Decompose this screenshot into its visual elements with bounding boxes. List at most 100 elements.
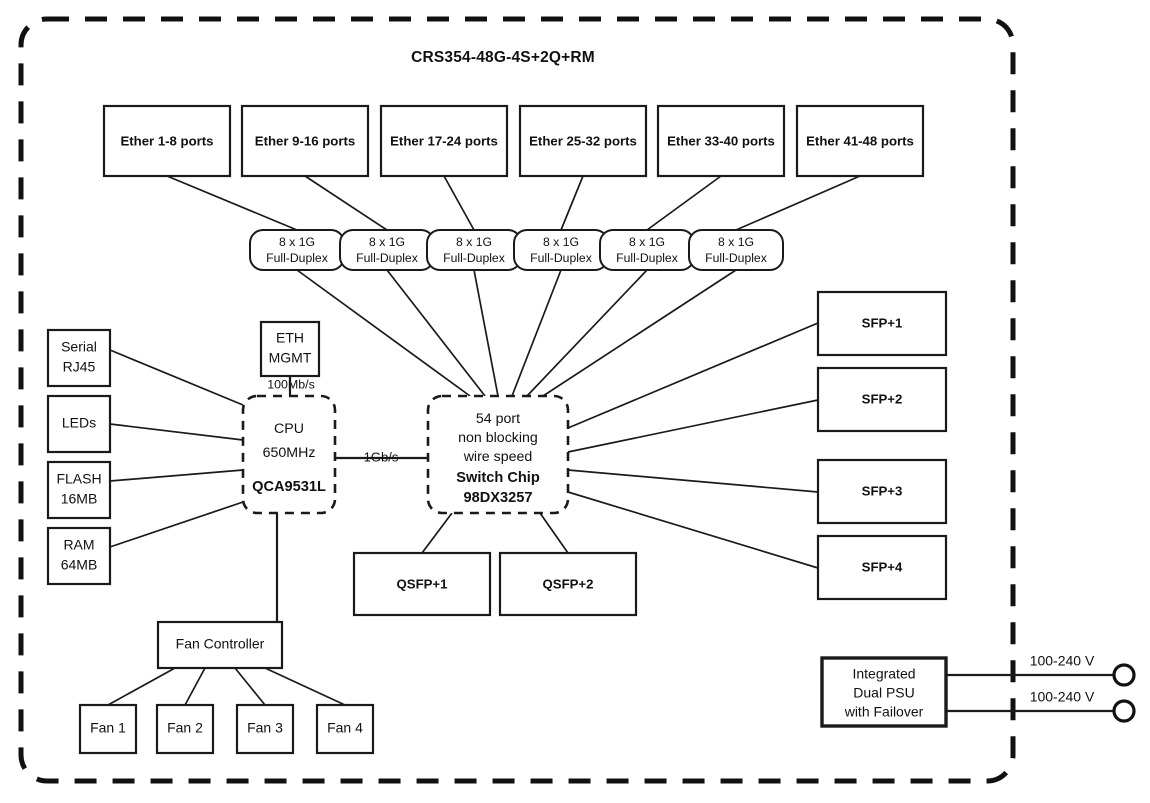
cpu-line2: 650MHz xyxy=(263,445,316,461)
speed-pill-4[interactable]: 8 x 1G Full-Duplex xyxy=(513,229,609,271)
qsfp-port-2-label: QSFP+2 xyxy=(543,576,594,591)
link-pill3-switch xyxy=(473,269,499,397)
speed-pill-1[interactable]: 8 x 1G Full-Duplex xyxy=(249,229,345,271)
speed-pill-2[interactable]: 8 x 1G Full-Duplex xyxy=(339,229,435,271)
link-ether4-pill4 xyxy=(560,175,584,231)
page-title: CRS354-48G-4S+2Q+RM xyxy=(411,49,595,66)
fan-4[interactable]: Fan 4 xyxy=(315,703,375,755)
ether-group-boxes: Ether 1-8 ports Ether 9-16 ports Ether 1… xyxy=(102,104,925,178)
eth-mgmt-line1: ETH xyxy=(276,330,304,346)
speed-pill-4-line1: 8 x 1G xyxy=(543,235,579,249)
link-fanctl-fan3 xyxy=(234,667,266,706)
fan-controller-box[interactable]: Fan Controller xyxy=(156,620,284,670)
switch-chip-block[interactable]: 54 port non blocking wire speed Switch C… xyxy=(426,394,570,515)
ether-group-1[interactable]: Ether 1-8 ports xyxy=(102,104,232,178)
speed-pill-2-line1: 8 x 1G xyxy=(369,235,405,249)
link-pill5-switch xyxy=(526,269,648,397)
fan-2-label: Fan 2 xyxy=(167,720,203,736)
sfp-port-4[interactable]: SFP+4 xyxy=(816,534,948,601)
sfp-port-boxes: SFP+1 SFP+2 SFP+3 SFP+4 xyxy=(816,290,948,601)
psu-line3: with Failover xyxy=(844,704,924,720)
link-switch-qsfp1 xyxy=(421,512,453,554)
link-pill6-switch xyxy=(542,269,737,397)
pill-to-switch-links xyxy=(296,269,737,397)
link-switch-sfp4 xyxy=(567,491,819,569)
serial-rj45-line2: RJ45 xyxy=(63,359,96,375)
fan-2[interactable]: Fan 2 xyxy=(155,703,215,755)
fan-1[interactable]: Fan 1 xyxy=(78,703,138,755)
qsfp-port-1-label: QSFP+1 xyxy=(397,576,448,591)
switch-chip-line1: 54 port xyxy=(476,411,520,427)
switch-chip-model: 98DX3257 xyxy=(464,490,533,506)
link-switch-sfp1 xyxy=(567,322,819,429)
flash-line1: FLASH xyxy=(56,471,101,487)
link-switch-qsfp2 xyxy=(539,512,569,554)
ether-group-3-label: Ether 17-24 ports xyxy=(390,133,498,148)
fan-3-label: Fan 3 xyxy=(247,720,283,736)
fancontroller-to-fan-links xyxy=(107,667,346,706)
fan-4-label: Fan 4 xyxy=(327,720,363,736)
peripheral-serial-rj45[interactable]: Serial RJ45 xyxy=(46,328,112,388)
speed-pill-6[interactable]: 8 x 1G Full-Duplex xyxy=(688,229,784,271)
link-ether5-pill5 xyxy=(646,175,722,231)
ram-line1: RAM xyxy=(63,537,94,553)
power-inlet-1-connector[interactable] xyxy=(1112,663,1136,687)
link-ether2-pill2 xyxy=(304,175,388,231)
qsfp-port-2[interactable]: QSFP+2 xyxy=(498,551,638,617)
ether-group-6[interactable]: Ether 41-48 ports xyxy=(795,104,925,178)
cpu-switch-speed-label: 1Gb/s xyxy=(364,449,399,464)
sfp-port-1[interactable]: SFP+1 xyxy=(816,290,948,357)
power-inlet-2[interactable]: 100-240 V xyxy=(1030,689,1136,723)
ram-line2: 64MB xyxy=(61,557,98,573)
sfp-port-4-label: SFP+4 xyxy=(862,559,903,574)
eth-mgmt-box[interactable]: ETH MGMT xyxy=(259,320,321,378)
sfp-port-3[interactable]: SFP+3 xyxy=(816,458,948,525)
sfp-port-2-label: SFP+2 xyxy=(862,391,903,406)
ether-to-pill-links xyxy=(166,175,861,231)
link-ether1-pill1 xyxy=(166,175,298,231)
ether-group-4[interactable]: Ether 25-32 ports xyxy=(518,104,648,178)
link-flash-cpu xyxy=(109,469,244,482)
power-inlet-2-label: 100-240 V xyxy=(1030,689,1095,705)
ether-group-5[interactable]: Ether 33-40 ports xyxy=(656,104,786,178)
ether-group-3[interactable]: Ether 17-24 ports xyxy=(379,104,509,178)
link-ram-cpu xyxy=(109,501,244,548)
power-inlet-2-connector[interactable] xyxy=(1112,699,1136,723)
serial-rj45-line1: Serial xyxy=(61,339,97,355)
link-serial-cpu xyxy=(109,349,244,406)
speed-pill-3[interactable]: 8 x 1G Full-Duplex xyxy=(426,229,522,271)
link-ether6-pill6 xyxy=(735,175,861,231)
speed-pill-3-line2: Full-Duplex xyxy=(443,251,505,265)
sfp-port-3-label: SFP+3 xyxy=(862,483,903,498)
peripheral-ram[interactable]: RAM 64MB xyxy=(46,526,112,586)
sfp-port-2[interactable]: SFP+2 xyxy=(816,366,948,433)
power-inlet-1[interactable]: 100-240 V xyxy=(1030,653,1136,687)
ether-group-5-label: Ether 33-40 ports xyxy=(667,133,775,148)
speed-pill-5-line1: 8 x 1G xyxy=(629,235,665,249)
psu-power-lines xyxy=(946,673,1113,713)
cpu-block[interactable]: CPU 650MHz QCA9531L xyxy=(241,394,337,515)
link-pill2-switch xyxy=(386,269,486,397)
link-fanctl-fan2 xyxy=(184,667,206,706)
cpu-line1: CPU xyxy=(274,421,304,437)
ether-group-2[interactable]: Ether 9-16 ports xyxy=(240,104,370,178)
cpu-model: QCA9531L xyxy=(252,479,326,495)
fan-controller-label: Fan Controller xyxy=(176,636,265,652)
switch-chip-line2: non blocking xyxy=(458,430,538,446)
peripheral-boxes: Serial RJ45 LEDs FLASH 16MB RAM 64MB xyxy=(46,328,112,586)
qsfp-port-1[interactable]: QSFP+1 xyxy=(352,551,492,617)
link-fanctl-fan4 xyxy=(264,667,346,706)
link-switch-sfp2 xyxy=(567,399,819,453)
switch-to-sfp-links xyxy=(567,322,819,569)
fan-3[interactable]: Fan 3 xyxy=(235,703,295,755)
peripheral-flash[interactable]: FLASH 16MB xyxy=(46,460,112,520)
device-chassis-boundary xyxy=(18,16,1016,784)
speed-pill-5[interactable]: 8 x 1G Full-Duplex xyxy=(599,229,695,271)
power-inlet-1-label: 100-240 V xyxy=(1030,653,1095,669)
psu-box[interactable]: Integrated Dual PSU with Failover xyxy=(820,656,948,728)
peripheral-leds[interactable]: LEDs xyxy=(46,394,112,454)
switch-chip-line3: wire speed xyxy=(463,449,533,465)
speed-pill-6-line2: Full-Duplex xyxy=(705,251,767,265)
ether-group-4-label: Ether 25-32 ports xyxy=(529,133,637,148)
